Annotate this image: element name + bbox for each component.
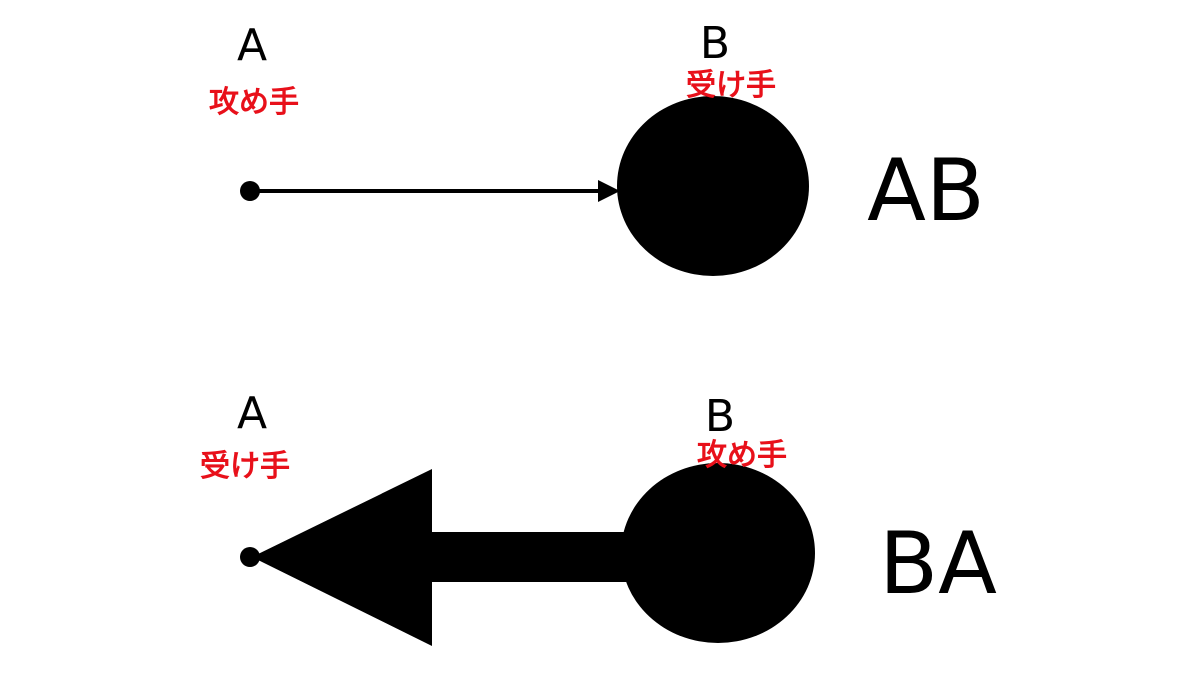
- top-arrow-head: [598, 180, 620, 202]
- bottom-a-letter: A: [237, 388, 267, 439]
- top-a-role: 攻め手: [209, 85, 299, 120]
- bottom-b-letter: B: [705, 391, 735, 442]
- bottom-arrow-head: [252, 469, 432, 646]
- panel-top: A 攻め手 B 受け手 AB: [209, 18, 985, 276]
- top-b-role: 受け手: [686, 68, 776, 103]
- top-a-letter: A: [237, 20, 267, 71]
- bottom-b-circle: [621, 463, 815, 643]
- bottom-b-role: 攻め手: [697, 438, 787, 473]
- panel-bottom: A 受け手 B 攻め手 BA: [200, 388, 997, 646]
- bottom-a-dot: [240, 547, 260, 567]
- top-label: AB: [867, 141, 985, 241]
- top-b-circle: [617, 96, 809, 276]
- bottom-a-role: 受け手: [200, 449, 290, 484]
- bottom-label: BA: [879, 514, 997, 614]
- top-b-letter: B: [700, 18, 730, 69]
